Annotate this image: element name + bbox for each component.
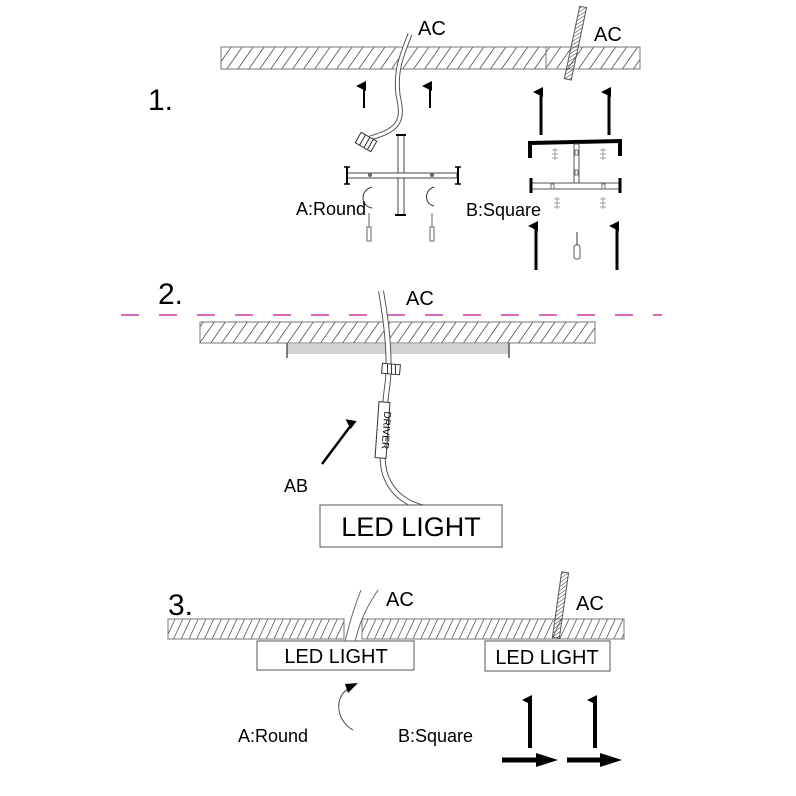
ac-label-right: AC bbox=[594, 24, 622, 46]
option-a-label: A:Round bbox=[296, 199, 366, 219]
rotate-arrow-icon bbox=[338, 687, 354, 731]
step-3-number: 3. bbox=[168, 589, 193, 622]
step-1-number: 1. bbox=[148, 84, 173, 117]
ac-wire-left bbox=[344, 589, 362, 643]
ac-wire-right bbox=[563, 5, 588, 81]
ac-label-right: AC bbox=[576, 593, 604, 615]
led-light-box-right bbox=[484, 640, 611, 672]
led-light-label-left: LED LIGHT bbox=[284, 646, 387, 668]
screw-icon bbox=[552, 148, 606, 209]
rotate-arc-icon bbox=[426, 186, 435, 207]
led-light-label: LED LIGHT bbox=[341, 512, 481, 542]
led-light-label-right: LED LIGHT bbox=[495, 647, 598, 669]
ac-label-left: AC bbox=[418, 18, 446, 40]
mounting-plate bbox=[286, 343, 510, 358]
ceiling-slab-right bbox=[361, 618, 625, 640]
square-mounting-bracket bbox=[528, 138, 622, 193]
screwdriver-icon bbox=[573, 232, 581, 260]
screwdriver-icon bbox=[429, 213, 435, 242]
ceiling-slab bbox=[199, 321, 596, 344]
ac-wire-right bbox=[551, 571, 570, 639]
rotate-arrow-icon-head bbox=[345, 683, 358, 693]
led-light-box bbox=[319, 504, 503, 548]
ac-wire-left bbox=[369, 33, 413, 141]
ac-wire-left bbox=[354, 589, 379, 643]
wire-connector-icon bbox=[354, 131, 378, 153]
step-3: 3. AC AC LED LIGHT LED LIGHT A:Round B:S… bbox=[167, 571, 625, 767]
round-mounting-bracket bbox=[344, 134, 461, 216]
diagonal-arrow-icon bbox=[321, 419, 357, 465]
option-b-label: B:Square bbox=[398, 726, 473, 746]
option-b-label: B:Square bbox=[466, 200, 541, 220]
option-a-label: A:Round bbox=[238, 726, 308, 746]
arrow-label: AB bbox=[284, 476, 308, 496]
rotate-arc-icon bbox=[362, 186, 373, 209]
ceiling-slab-left bbox=[167, 618, 345, 640]
ceiling-slab bbox=[220, 46, 641, 70]
step-2: 2. DRIVER AC bbox=[121, 278, 662, 548]
right-arrow-icon bbox=[502, 753, 558, 767]
step-1: 1. AC AC bbox=[148, 5, 641, 270]
right-arrow-icon bbox=[567, 753, 622, 767]
wire-connector-icon bbox=[381, 362, 401, 376]
driver-box: DRIVER bbox=[374, 401, 393, 459]
ac-label: AC bbox=[406, 288, 434, 310]
step-2-number: 2. bbox=[158, 278, 183, 311]
ac-label-left: AC bbox=[386, 589, 414, 611]
led-light-box-left bbox=[256, 640, 415, 671]
screwdriver-icon bbox=[366, 213, 372, 242]
driver-label: DRIVER bbox=[379, 411, 393, 449]
